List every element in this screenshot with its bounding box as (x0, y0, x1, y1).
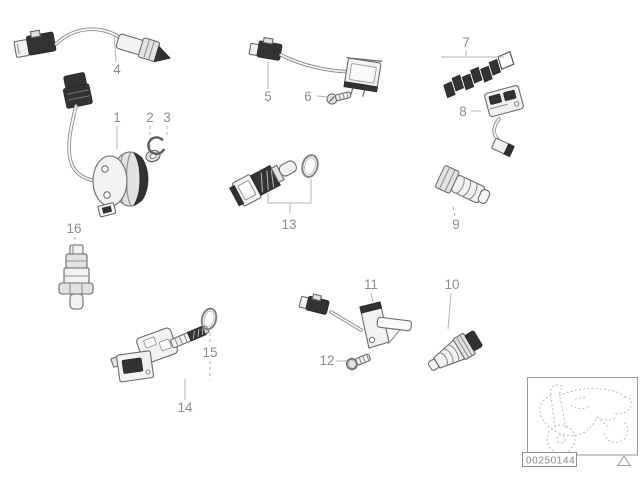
part-label-9[interactable]: 9 (452, 217, 460, 232)
leader-6 (316, 95, 329, 98)
temp-sensor-vertical-drawing (58, 244, 94, 310)
part-label-12[interactable]: 12 (319, 353, 334, 368)
oring-drawing (200, 307, 218, 331)
part-label-8[interactable]: 8 (459, 104, 467, 119)
doc-number-box (522, 452, 577, 467)
microswitch-cable-drawing (248, 36, 383, 97)
part-label-1[interactable]: 1 (113, 110, 121, 125)
circlip-drawing (147, 136, 165, 155)
leader-4 (113, 34, 117, 63)
contact-strip-drawing (443, 50, 515, 99)
washer-drawing (145, 149, 161, 163)
temp-sensor-drawing (229, 160, 297, 207)
part-label-14[interactable]: 14 (177, 400, 193, 415)
bolt-small-drawing (345, 353, 371, 371)
part-label-16[interactable]: 16 (66, 221, 81, 236)
bolt-drawing (435, 165, 491, 204)
pressure-switch-drawing (427, 330, 483, 371)
cable-assembly-drawing (13, 27, 171, 63)
part-label-7[interactable]: 7 (462, 35, 470, 50)
motorcycle-thumbnail: 00250144 (522, 377, 638, 467)
part-label-11[interactable]: 11 (364, 277, 378, 292)
plunger-switch-drawing (110, 325, 210, 383)
leader-10 (447, 292, 452, 330)
part-label-4[interactable]: 4 (113, 62, 121, 77)
part-label-6[interactable]: 6 (304, 89, 312, 104)
doc-number: 00250144 (526, 456, 575, 467)
part-label-15[interactable]: 15 (202, 345, 217, 360)
part-label-2[interactable]: 2 (146, 110, 154, 125)
part-label-10[interactable]: 10 (444, 277, 459, 292)
motorcycle-icon (539, 384, 632, 454)
part-label-5[interactable]: 5 (264, 89, 272, 104)
bracket-sensor-drawing (298, 293, 412, 349)
switch-unit-drawing (484, 85, 524, 158)
leader-9 (452, 206, 456, 217)
part-label-13[interactable]: 13 (281, 217, 296, 232)
leader-11 (370, 292, 374, 303)
switch-with-lead-drawing (62, 72, 149, 218)
temp-sensor-oring (301, 154, 319, 178)
triangle-icon (617, 455, 631, 466)
part-label-3[interactable]: 3 (163, 110, 171, 125)
screw-drawing (326, 91, 352, 105)
